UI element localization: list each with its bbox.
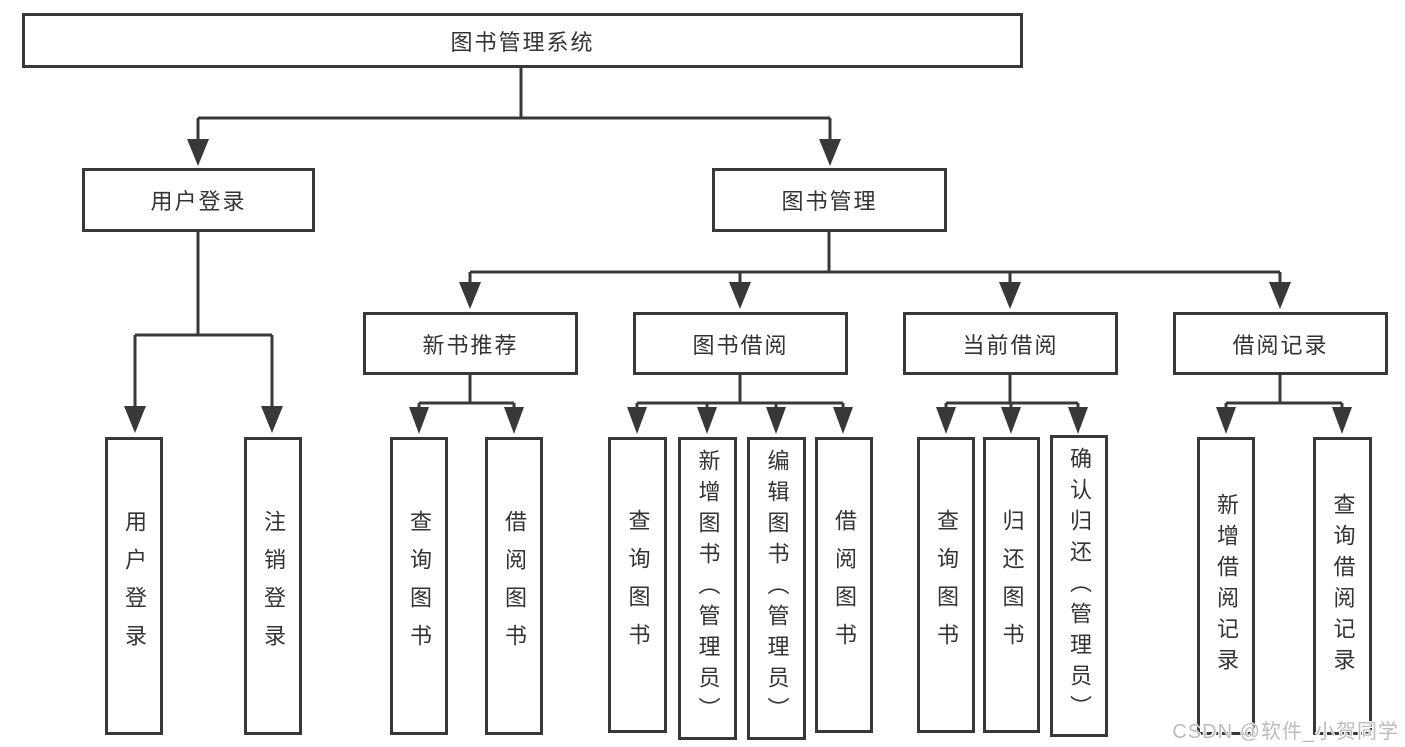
leaf-newbook-borrow-books-label: 借阅图书 bbox=[502, 510, 527, 662]
node-new-book-recommend: 新书推荐 bbox=[363, 312, 578, 375]
leaf-newbook-query-books-label: 查询图书 bbox=[407, 510, 432, 662]
leaf-add-borrow-record-label: 新增借阅记录 bbox=[1214, 493, 1239, 679]
node-user-login-label: 用户登录 bbox=[150, 189, 247, 214]
leaf-current-query-books-label: 查询图书 bbox=[934, 509, 959, 661]
watermark: CSDN @软件_小贺同学 bbox=[1172, 721, 1399, 743]
node-borrow-records-label: 借阅记录 bbox=[1232, 332, 1329, 358]
leaf-borrow-query-books-label: 查询图书 bbox=[625, 509, 651, 661]
leaf-borrow-books: 借阅图书 bbox=[815, 437, 873, 733]
leaf-confirm-return-admin: 确认归还（管理员） bbox=[1050, 435, 1108, 737]
leaf-query-borrow-record-label: 查询借阅记录 bbox=[1330, 493, 1356, 679]
leaf-add-book-admin-label: 新增图书（管理员） bbox=[695, 449, 721, 728]
leaf-query-borrow-record: 查询借阅记录 bbox=[1313, 437, 1372, 735]
node-library-system-label: 图书管理系统 bbox=[450, 29, 595, 55]
leaf-logout-label: 注销登录 bbox=[261, 510, 286, 662]
leaf-user-login: 用户登录 bbox=[105, 437, 163, 735]
leaf-edit-book-admin-label: 编辑图书（管理员） bbox=[764, 449, 790, 728]
node-book-borrow-label: 图书借阅 bbox=[692, 332, 789, 358]
node-new-book-recommend-label: 新书推荐 bbox=[422, 332, 519, 358]
node-book-management: 图书管理 bbox=[712, 168, 947, 232]
leaf-current-query-books: 查询图书 bbox=[917, 437, 975, 733]
leaf-newbook-query-books: 查询图书 bbox=[390, 437, 448, 735]
node-library-system: 图书管理系统 bbox=[22, 13, 1023, 68]
leaf-newbook-borrow-books: 借阅图书 bbox=[485, 437, 543, 735]
leaf-confirm-return-admin-label: 确认归还（管理员） bbox=[1067, 446, 1092, 726]
node-current-borrow-label: 当前借阅 bbox=[962, 332, 1059, 358]
leaf-add-book-admin: 新增图书（管理员） bbox=[678, 437, 737, 740]
leaf-return-books: 归还图书 bbox=[983, 437, 1040, 733]
leaf-return-books-label: 归还图书 bbox=[999, 509, 1025, 661]
node-book-borrow: 图书借阅 bbox=[633, 312, 848, 375]
leaf-user-login-label: 用户登录 bbox=[122, 510, 147, 662]
leaf-borrow-query-books: 查询图书 bbox=[608, 437, 667, 733]
node-current-borrow: 当前借阅 bbox=[903, 312, 1118, 375]
leaf-logout: 注销登录 bbox=[244, 437, 302, 735]
node-user-login: 用户登录 bbox=[82, 168, 315, 232]
node-book-management-label: 图书管理 bbox=[781, 189, 878, 214]
node-borrow-records: 借阅记录 bbox=[1173, 312, 1388, 375]
leaf-add-borrow-record: 新增借阅记录 bbox=[1197, 437, 1255, 735]
leaf-edit-book-admin: 编辑图书（管理员） bbox=[747, 437, 806, 740]
leaf-borrow-books-label: 借阅图书 bbox=[832, 509, 857, 661]
